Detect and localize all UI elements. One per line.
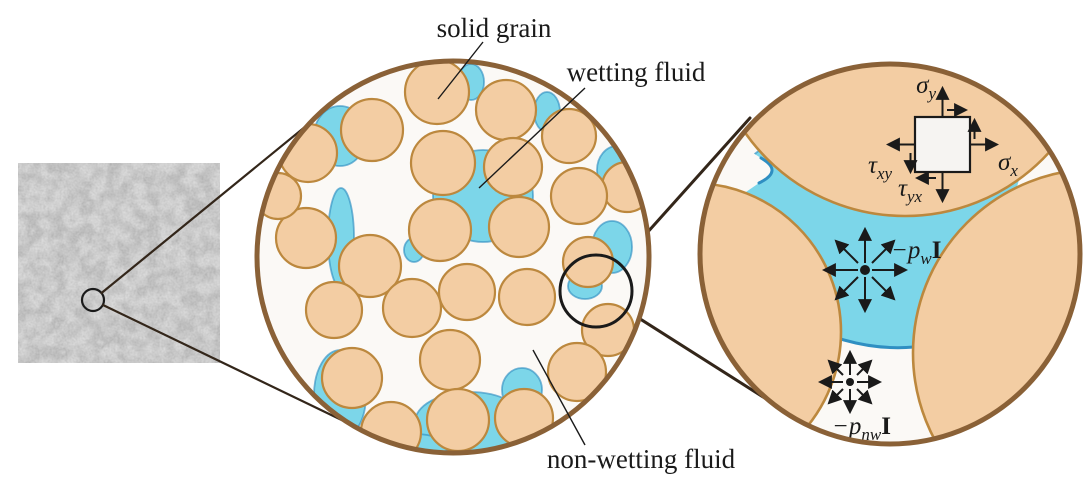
- pore-detail-ring: [697, 61, 1083, 447]
- solid-grain-circle: [304, 280, 364, 340]
- pressure-stars: [817, 226, 909, 415]
- solid-grain-label: solid grain: [437, 13, 552, 43]
- grain-right: [911, 167, 1078, 442]
- solid-grain-circle: [407, 197, 473, 263]
- solid-grain-circle: [437, 262, 497, 322]
- solid-grain-circle: [540, 107, 598, 165]
- callout-labels: solid grain wetting fluid non-wetting fl…: [437, 13, 736, 474]
- grain-pack-circle: [254, 58, 652, 456]
- solid-grain-circle: [339, 97, 405, 163]
- solid-grain-circle: [337, 233, 403, 299]
- pressure-arrow: [827, 388, 844, 405]
- solid-grain-circle: [561, 235, 615, 289]
- pressure-star: [817, 349, 883, 415]
- stress-square: [913, 115, 972, 174]
- solid-grain-circle: [425, 387, 491, 451]
- pressure-arrow: [834, 239, 859, 264]
- sigma-x-label: σx: [998, 149, 1018, 180]
- micrograph-image: [18, 163, 220, 363]
- solid-grain-circle: [487, 195, 551, 259]
- non-wetting-pressure-label: −pnwI: [832, 413, 891, 444]
- solid-grain-circle: [274, 206, 338, 270]
- pressure-arrow: [834, 276, 859, 301]
- pressure-point: [846, 378, 854, 386]
- non-wetting-fluid-leader-line: [532, 349, 586, 446]
- solid-grain-circle: [549, 166, 609, 226]
- non-wetting-fluid-label: non-wetting fluid: [547, 444, 736, 474]
- solid-grain-circle: [381, 277, 443, 339]
- solid-grain-circle: [474, 78, 538, 142]
- meniscus-top-left: [757, 156, 774, 185]
- solid-grain-circle: [482, 136, 544, 198]
- zoom-line-lower-left: [101, 303, 354, 427]
- wetting-fluid-leader-line: [478, 87, 586, 189]
- pressure-star: [821, 226, 909, 314]
- solid-grain-circle: [497, 267, 557, 327]
- grain-top: [708, 66, 1078, 218]
- wetting-pressure-label: −pwI: [891, 237, 941, 268]
- pressure-arrow: [856, 359, 873, 376]
- zoom-line-upper-left: [100, 111, 324, 295]
- solid-grain-leader-line: [437, 41, 484, 100]
- pressure-arrow: [827, 359, 844, 376]
- pressure-arrow: [871, 276, 896, 301]
- micrograph-noise-fine: [18, 163, 220, 363]
- sigma-y-label: σy: [916, 72, 936, 103]
- pressure-arrow: [871, 239, 896, 264]
- tau-xy-label: τxy: [868, 152, 892, 183]
- solid-grain-circle: [418, 328, 482, 392]
- pore-zoom-circle: [558, 253, 634, 329]
- solid-grain-circle: [546, 341, 608, 403]
- solid-grain-circle: [320, 346, 384, 410]
- solid-grain-circle: [403, 63, 471, 126]
- micrograph-zoom-circle: [80, 287, 106, 313]
- pressure-arrow: [856, 388, 873, 405]
- tau-yx-label: τyx: [898, 175, 922, 206]
- grain-pack-ring: [254, 58, 652, 456]
- wetting-fluid-label: wetting fluid: [567, 57, 706, 87]
- stress-element: σy σx τxy τyx: [868, 72, 1018, 206]
- solid-grain-circle: [409, 129, 477, 197]
- pressure-point: [860, 265, 870, 275]
